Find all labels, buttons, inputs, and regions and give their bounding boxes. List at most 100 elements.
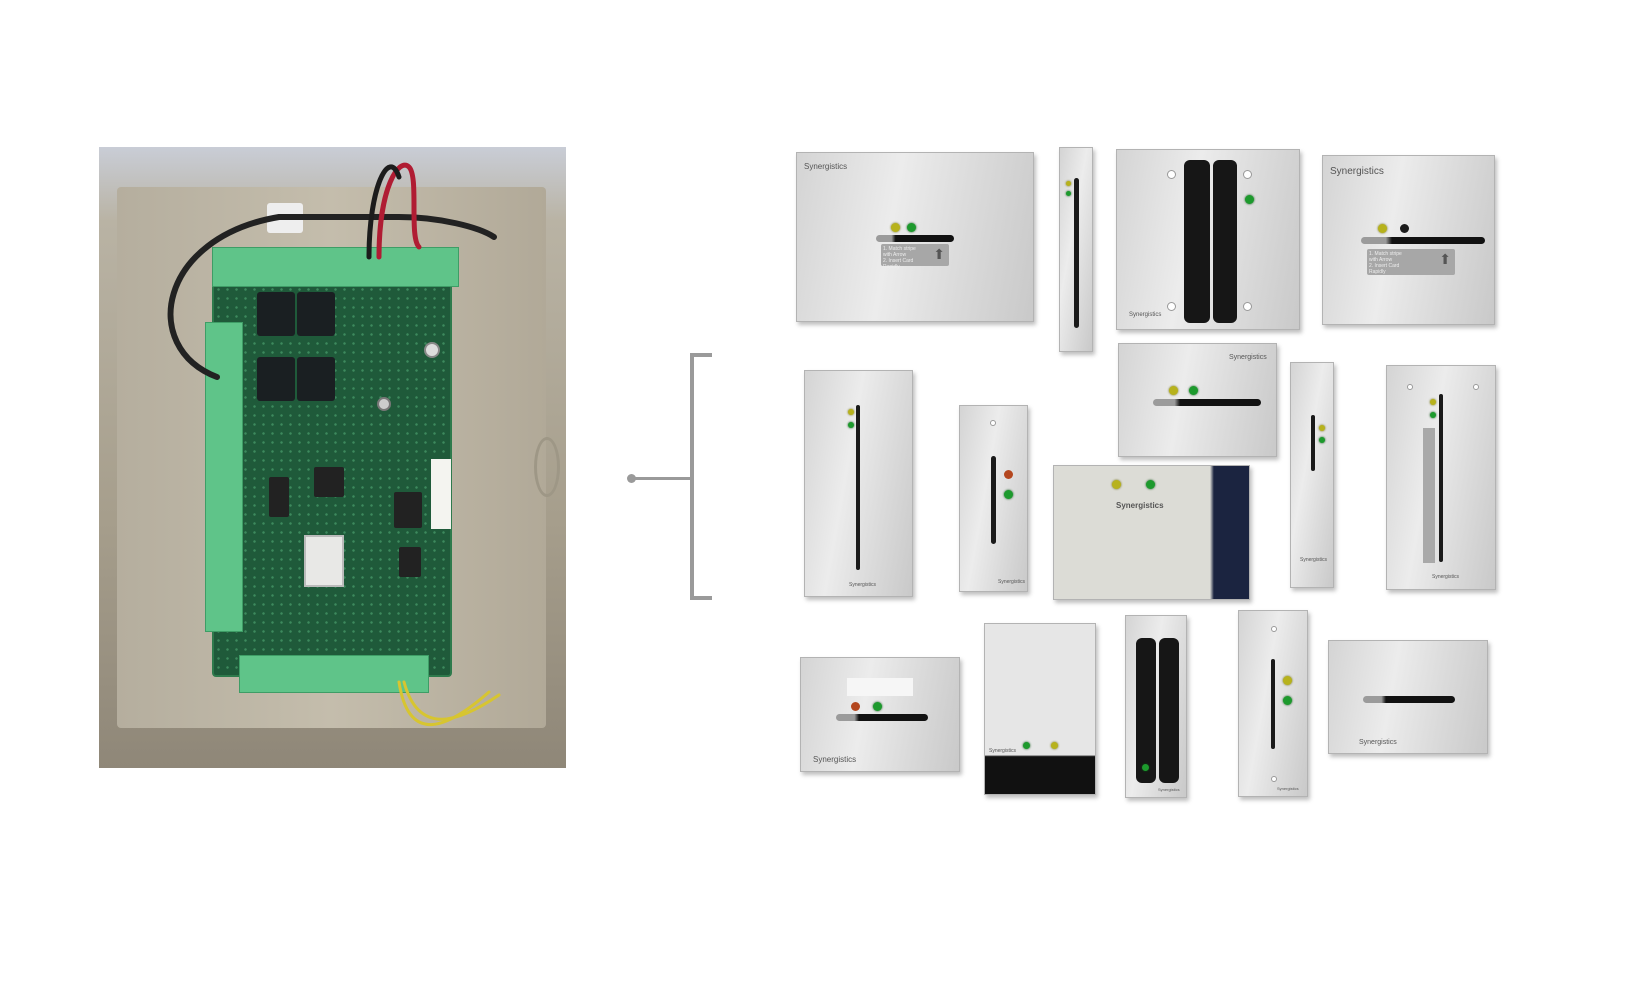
led-green bbox=[1283, 696, 1292, 705]
card-reader-insert-wide: Synergistics 1. Match stripe with Arrow … bbox=[796, 152, 1034, 322]
card-slot bbox=[836, 714, 928, 721]
led-yellow bbox=[848, 409, 854, 415]
brand-logo: Synergistics bbox=[1158, 787, 1180, 792]
card-slot bbox=[1363, 696, 1455, 703]
brand-logo: Synergistics bbox=[813, 755, 857, 764]
brand-logo: Synergistics bbox=[1330, 166, 1384, 177]
card-reader-horizontal: Synergistics bbox=[1118, 343, 1277, 457]
screw-hole bbox=[1271, 626, 1277, 632]
led-green bbox=[1189, 386, 1198, 395]
brand-logo: Synergistics bbox=[1300, 557, 1327, 563]
instruction-strip bbox=[1423, 428, 1435, 563]
card-reader-dual-swipe: Synergistics bbox=[1116, 149, 1300, 330]
chip bbox=[399, 547, 421, 577]
card-slot bbox=[1439, 394, 1443, 562]
instruction-label: 1. Match stripe with Arrow 2. Insert Car… bbox=[1367, 249, 1455, 275]
connector-dot bbox=[627, 474, 636, 483]
card-reader-surface-box: Synergistics bbox=[1053, 465, 1250, 600]
led-green bbox=[1146, 480, 1155, 489]
chip bbox=[394, 492, 422, 528]
led-green bbox=[1023, 742, 1030, 749]
screw-hole bbox=[1473, 384, 1479, 390]
led-green bbox=[1245, 195, 1254, 204]
brand-logo: Synergistics bbox=[1277, 786, 1299, 791]
card-slot bbox=[1153, 399, 1261, 406]
instruction-sticker bbox=[847, 678, 913, 696]
screw-hole bbox=[1167, 170, 1176, 179]
brand-logo: Synergistics bbox=[1129, 312, 1162, 318]
instruction-label: 1. Match stripe with Arrow 2. Insert Car… bbox=[881, 244, 949, 270]
led-red bbox=[1004, 470, 1013, 479]
card-reader-dual-swipe-narrow: Synergistics bbox=[1125, 615, 1187, 798]
led-yellow bbox=[1430, 399, 1436, 405]
card-reader-slim: Synergistics bbox=[959, 405, 1028, 592]
led-red bbox=[851, 702, 860, 711]
capacitor bbox=[377, 397, 391, 411]
card-reader-vertical-insert: Synergistics bbox=[1386, 365, 1496, 590]
card-reader-motorized: Synergistics bbox=[984, 623, 1096, 795]
swipe-rail bbox=[1213, 160, 1237, 323]
led-yellow bbox=[1169, 386, 1178, 395]
led-green bbox=[848, 422, 854, 428]
screw-hole bbox=[1167, 302, 1176, 311]
led-green bbox=[1066, 191, 1071, 196]
brand-logo: Synergistics bbox=[804, 162, 848, 171]
connector-line bbox=[632, 477, 690, 480]
instruction-text: 1. Match stripe with Arrow 2. Insert Car… bbox=[1369, 251, 1402, 275]
led-yellow bbox=[1112, 480, 1121, 489]
led-green bbox=[1142, 764, 1149, 771]
card-slot bbox=[1074, 178, 1079, 328]
led-yellow bbox=[1378, 224, 1387, 233]
card-slot bbox=[1361, 237, 1485, 244]
brand-logo: Synergistics bbox=[1359, 739, 1397, 746]
card-slot bbox=[876, 235, 954, 242]
brand-logo: Synergistics bbox=[989, 748, 1016, 754]
led-green bbox=[1430, 412, 1436, 418]
card-reader-insert: Synergistics 1. Match stripe with Arrow … bbox=[1322, 155, 1495, 325]
chip bbox=[314, 467, 344, 497]
card-reader-vertical: Synergistics bbox=[804, 370, 913, 597]
brand-logo: Synergistics bbox=[998, 579, 1025, 585]
screw-hole bbox=[1271, 776, 1277, 782]
up-arrow-icon: ⬆ bbox=[1439, 251, 1451, 267]
brand-logo: Synergistics bbox=[849, 582, 876, 588]
led-green bbox=[1319, 437, 1325, 443]
screw-hole bbox=[990, 420, 996, 426]
brand-logo: Synergistics bbox=[1432, 574, 1459, 580]
screw-hole bbox=[1243, 302, 1252, 311]
card-reader-narrow bbox=[1059, 147, 1093, 352]
brand-logo: Synergistics bbox=[1116, 501, 1164, 510]
card-reader-mullion: Synergistics bbox=[1290, 362, 1334, 588]
controller-board-photo bbox=[99, 147, 566, 768]
brand-logo: Synergistics bbox=[1229, 354, 1267, 361]
led-yellow bbox=[1283, 676, 1292, 685]
up-arrow-icon: ⬆ bbox=[933, 246, 945, 262]
led-yellow bbox=[1319, 425, 1325, 431]
card-reader-labeled: Synergistics bbox=[800, 657, 960, 772]
swipe-rail bbox=[1184, 160, 1210, 323]
led-yellow bbox=[1066, 181, 1071, 186]
capacitor bbox=[424, 342, 440, 358]
card-slot bbox=[1271, 659, 1275, 749]
wires bbox=[167, 162, 501, 727]
chip bbox=[269, 477, 289, 517]
ethernet-port bbox=[304, 535, 344, 587]
led-green bbox=[873, 702, 882, 711]
relay bbox=[297, 292, 335, 336]
card-reader-slim-2: Synergistics bbox=[1238, 610, 1308, 797]
board-sticker bbox=[431, 459, 451, 529]
led-yellow bbox=[1051, 742, 1058, 749]
led-off bbox=[1400, 224, 1409, 233]
bracket bbox=[690, 353, 712, 600]
relay bbox=[257, 292, 295, 336]
enclosure-knockout bbox=[534, 437, 560, 497]
swipe-rail bbox=[1136, 638, 1156, 783]
card-slot bbox=[856, 405, 860, 570]
relay bbox=[257, 357, 295, 401]
led-green bbox=[1004, 490, 1013, 499]
relay bbox=[297, 357, 335, 401]
card-slot bbox=[1311, 415, 1315, 471]
terminal-block-top bbox=[212, 247, 459, 287]
led-green bbox=[907, 223, 916, 232]
swipe-rail bbox=[1159, 638, 1179, 783]
